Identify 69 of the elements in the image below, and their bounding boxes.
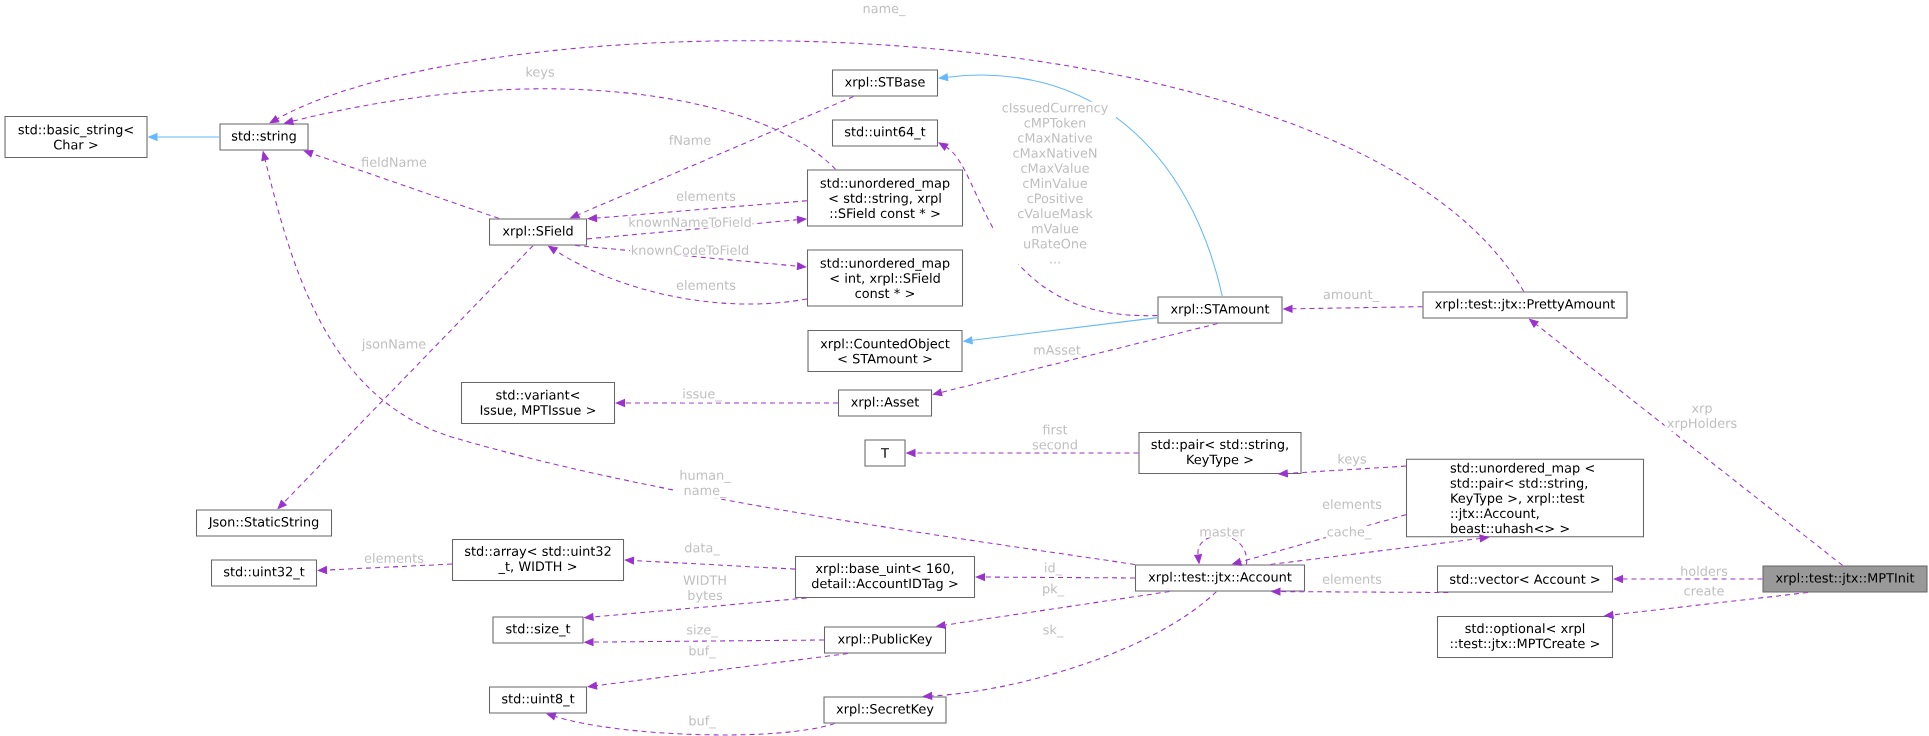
arrow (624, 556, 796, 570)
class-box: std::unordered_map < std::pair< std::string, KeyType >, xrpl::test ::jtx::Account, beast::uhash<> > (1405, 458, 1645, 538)
edge-label: fName (667, 134, 713, 146)
class-box: xrpl::test::jtx::PrettyAmount (1422, 291, 1628, 319)
class-box: std::unordered_map < int, xrpl::SField const * > (807, 249, 964, 307)
edge-label: cache_ (1325, 525, 1373, 541)
edge-label: fieldName (360, 156, 428, 168)
arrow (587, 653, 849, 690)
edge-label: first second (1029, 423, 1081, 451)
edge-label: size_ (685, 623, 719, 639)
edge-label: pk_ (1041, 582, 1065, 598)
class-box: std::uint8_t (489, 686, 588, 714)
class-box: std::variant< Issue, MPTIssue > (461, 381, 616, 424)
edge-label: elements (1321, 573, 1383, 585)
class-box: std::pair< std::string, KeyType > (1138, 431, 1302, 474)
class-box: xrpl::PublicKey (824, 626, 947, 654)
edge-label: id_ (1043, 561, 1063, 577)
class-box: std::uint64_t (832, 119, 939, 147)
edge-label: cIssuedCurrency cMPToken cMaxNative cMaxNativeN cMaxValue cMinValue cPositive cValueMask mValue uRateOne ... (994, 101, 1116, 265)
arrow (269, 40, 1525, 292)
edge-label: buf_ (687, 644, 717, 660)
arrow (938, 73, 1223, 297)
arrow (303, 149, 500, 219)
class-box: xrpl::Asset (838, 389, 933, 417)
arrow (587, 200, 808, 223)
class-box: std::size_t (492, 616, 584, 644)
edge-label: jsonName (360, 337, 428, 353)
edge-label: create (1682, 585, 1726, 597)
arrow (938, 142, 1158, 316)
edge-label: name_ (861, 5, 907, 17)
edge-label: data_ (683, 541, 721, 557)
arrow (586, 215, 807, 240)
class-box: std::basic_string< Char > (4, 115, 148, 158)
edge-label: xrp xrpHolders (1664, 404, 1740, 432)
edge-label: keys (524, 65, 556, 81)
edge-label: amount_ (1322, 289, 1380, 303)
arrow (932, 323, 1219, 397)
edge-label: mAsset (1032, 344, 1082, 356)
class-box: xrpl::STBase (832, 69, 939, 97)
class-box: std::vector< Account > (1437, 565, 1614, 593)
edge-label: knownCodeToField (629, 244, 751, 256)
class-box: xrpl::SecretKey (823, 696, 947, 724)
class-box: T (864, 439, 906, 467)
edge-label: elements (363, 552, 425, 564)
class-box: xrpl::test::jtx::MPTInit (1762, 565, 1928, 593)
edge-label: keys (1336, 452, 1368, 468)
arrow (317, 563, 453, 575)
class-box: std::uint32_t (211, 559, 318, 587)
class-box: xrpl::STAmount (1157, 296, 1283, 324)
edge-label: buf_ (687, 714, 717, 730)
edge-label: WIDTH bytes (680, 574, 730, 604)
edge-label: holders (1679, 565, 1729, 577)
class-box: std::string (219, 123, 309, 151)
edge-label: elements (675, 190, 737, 202)
edge-label: sk_ (1041, 623, 1065, 639)
edge-label: issue_ (681, 387, 723, 403)
edge-label: elements (1321, 498, 1383, 510)
class-box: Json::StaticString (196, 509, 333, 537)
class-box: xrpl::base_uint< 160, detail::AccountIDTag > (795, 555, 976, 598)
class-box: xrpl::test::jtx::Account (1134, 564, 1306, 592)
class-box: xrpl::SField (489, 218, 588, 246)
class-box: std::unordered_map < std::string, xrpl ::SField const * > (807, 169, 964, 227)
class-box: std::array< std::uint32 _t, WIDTH > (452, 538, 625, 581)
edge-label: human_ name_ (676, 469, 734, 499)
edge-label: master (1198, 526, 1246, 538)
class-box: xrpl::CountedObject < STAmount > (807, 329, 963, 372)
edge-label: elements (675, 279, 737, 291)
class-box: std::optional< xrpl ::test::jtx::MPTCreate > (1436, 615, 1614, 658)
edge-label: knownNameToField (627, 216, 753, 228)
